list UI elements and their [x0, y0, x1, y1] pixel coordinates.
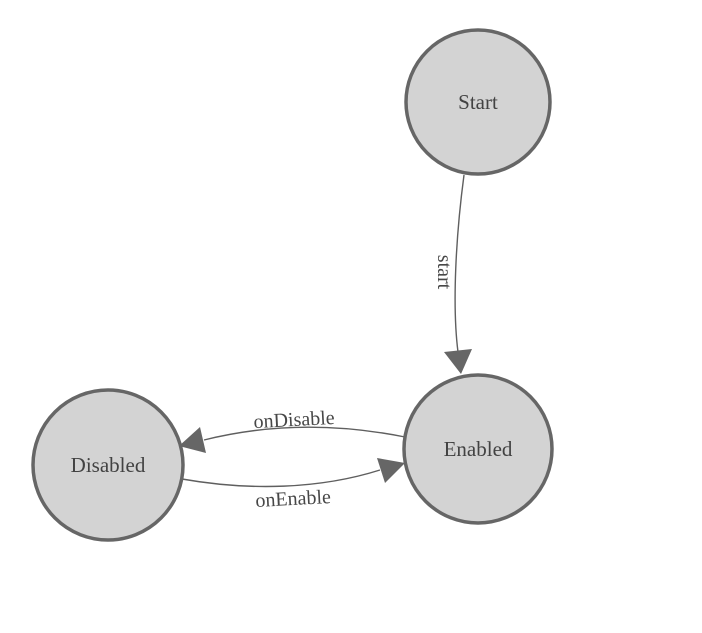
edge-start-to-enabled: start	[433, 174, 472, 374]
edge-start-label: start	[433, 255, 455, 290]
node-enabled-label: Enabled	[444, 437, 513, 461]
node-start: Start	[404, 28, 552, 176]
node-disabled: Disabled	[31, 388, 185, 542]
edge-ondisable-label: onDisable	[253, 407, 335, 433]
node-disabled-label: Disabled	[71, 453, 146, 477]
edge-onenable-line	[181, 469, 381, 488]
node-start-circle	[404, 28, 552, 176]
edge-start-arrowhead-icon	[444, 349, 472, 374]
edge-onenable-arrowhead-icon	[377, 458, 405, 483]
node-disabled-circle	[31, 388, 185, 542]
edge-start-line	[454, 174, 465, 353]
edge-ondisable-arrowhead-icon	[179, 427, 206, 453]
edge-ondisable-line	[203, 426, 406, 441]
node-enabled-circle	[402, 373, 554, 525]
node-start-label: Start	[458, 90, 498, 114]
edge-disabled-to-enabled: onEnable	[181, 458, 405, 512]
edge-onenable-label: onEnable	[255, 486, 332, 512]
edge-enabled-to-disabled: onDisable	[179, 407, 406, 453]
node-enabled: Enabled	[402, 373, 554, 525]
